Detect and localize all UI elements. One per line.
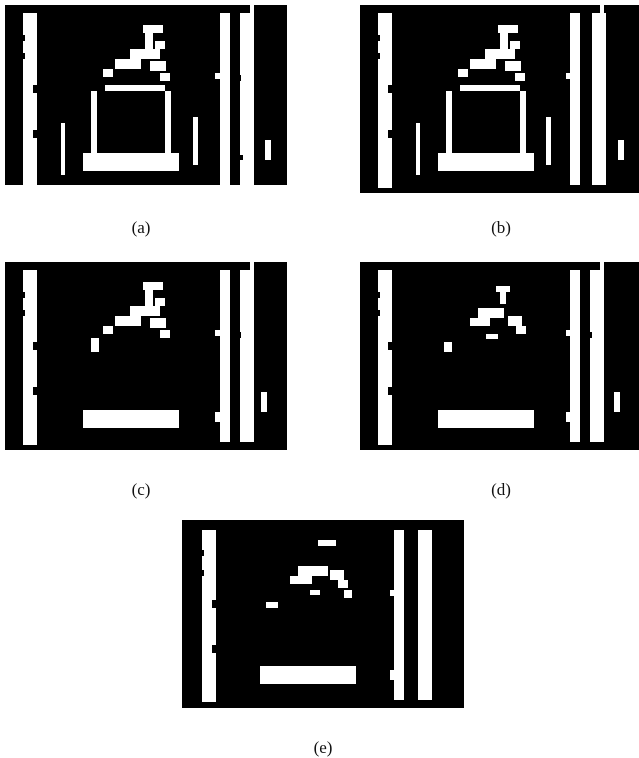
panel-a-image — [5, 5, 287, 193]
caption-e: (e) — [313, 738, 333, 757]
panel-e-bitmap — [182, 520, 464, 708]
panel-d-bitmap — [360, 262, 639, 450]
caption-b: (b) — [491, 218, 511, 237]
panel-b-image — [360, 5, 639, 193]
panel-c-image — [5, 262, 287, 450]
panel-e-image — [182, 520, 464, 708]
panel-d-image — [360, 262, 639, 450]
panel-b-bitmap — [360, 5, 639, 193]
caption-a: (a) — [131, 218, 151, 237]
panel-c-bitmap — [5, 262, 287, 450]
caption-c: (c) — [131, 480, 151, 499]
panel-a-bitmap — [5, 5, 287, 193]
caption-d: (d) — [491, 480, 511, 499]
